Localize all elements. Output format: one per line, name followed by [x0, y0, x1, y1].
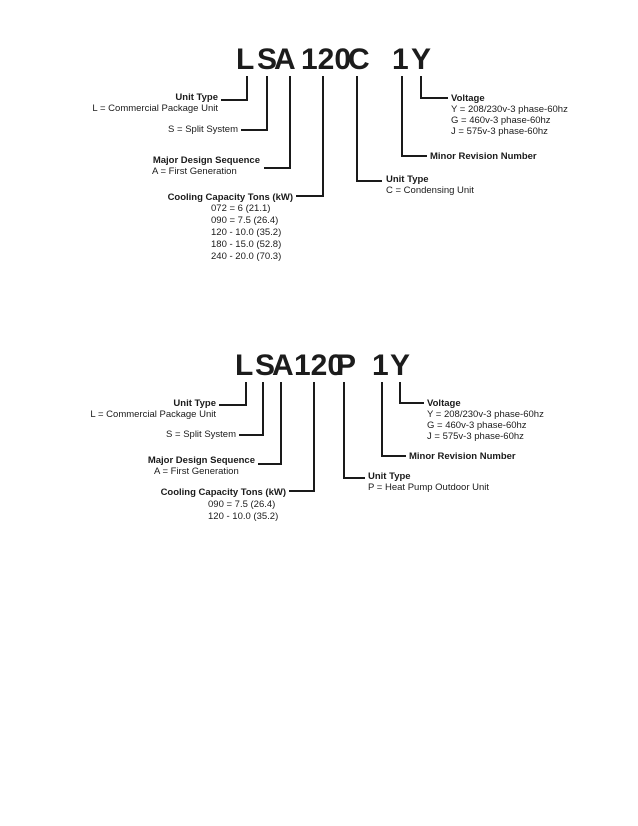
cooling-capacity-title: Cooling Capacity Tons (kW) — [167, 192, 293, 203]
connector-line — [420, 76, 422, 98]
unit-type-title: Unit Type — [175, 92, 218, 103]
connector-line — [221, 99, 248, 101]
code-letter-s: S — [255, 349, 276, 382]
cooling-item: 090 = 7.5 (26.4) — [208, 499, 276, 510]
cooling-item: 090 = 7.5 (26.4) — [211, 215, 279, 226]
code-letter-type: P — [336, 349, 357, 382]
connector-line — [401, 76, 403, 157]
unit-type-title: Unit Type — [173, 398, 216, 409]
connector-line — [343, 382, 345, 479]
connector-line — [262, 382, 264, 435]
split-system-label: S = Split System — [168, 124, 238, 135]
major-design-desc: A = First Generation — [154, 466, 239, 477]
cooling-capacity-title: Cooling Capacity Tons (kW) — [160, 487, 286, 498]
connector-line — [322, 76, 324, 196]
voltage-item: J = 575v-3 phase-60hz — [451, 126, 548, 137]
split-system-label: S = Split System — [166, 429, 236, 440]
connector-line — [420, 97, 448, 99]
connector-line — [264, 167, 291, 169]
connector-line — [266, 76, 268, 130]
code-letter-type: C — [348, 43, 370, 76]
voltage-item: G = 460v-3 phase-60hz — [451, 115, 551, 126]
unit-type-2-desc: P = Heat Pump Outdoor Unit — [368, 482, 490, 493]
connector-line — [381, 455, 406, 457]
connector-line — [356, 180, 382, 182]
connector-line — [246, 76, 248, 100]
voltage-title: Voltage — [451, 93, 485, 104]
voltage-item: Y = 208/230v-3 phase-60hz — [451, 104, 568, 115]
major-design-desc: A = First Generation — [152, 166, 237, 177]
major-design-title: Major Design Sequence — [152, 155, 260, 166]
connector-line — [241, 129, 268, 131]
code-letter-a: A — [274, 43, 296, 76]
voltage-item: G = 460v-3 phase-60hz — [427, 420, 527, 431]
cooling-item: 072 = 6 (21.1) — [211, 203, 271, 214]
cooling-item: 120 - 10.0 (35.2) — [208, 511, 279, 522]
code-voltage: Y — [390, 349, 411, 382]
unit-type-2-title: Unit Type — [386, 174, 429, 185]
connector-line — [245, 382, 247, 406]
code-letter-l: L — [235, 349, 254, 382]
code-revision: 1 — [372, 349, 389, 382]
connector-line — [289, 490, 315, 492]
connector-line — [313, 382, 315, 492]
voltage-item: Y = 208/230v-3 phase-60hz — [427, 409, 544, 420]
connector-line — [296, 195, 324, 197]
code-revision: 1 — [392, 43, 409, 76]
connector-line — [356, 76, 358, 181]
cooling-item: 120 - 10.0 (35.2) — [211, 227, 282, 238]
minor-revision-title: Minor Revision Number — [430, 151, 537, 162]
connector-line — [219, 404, 247, 406]
connector-line — [381, 382, 383, 457]
connector-line — [401, 155, 427, 157]
connector-line — [239, 434, 264, 436]
connector-line — [280, 382, 282, 465]
unit-type-2-desc: C = Condensing Unit — [386, 185, 474, 196]
cooling-item: 240 - 20.0 (70.3) — [211, 251, 282, 262]
code-letter-s: S — [257, 43, 278, 76]
cooling-item: 180 - 15.0 (52.8) — [211, 239, 282, 250]
connector-line — [289, 76, 291, 169]
voltage-title: Voltage — [427, 398, 461, 409]
unit-type-desc: L = Commercial Package Unit — [92, 103, 218, 114]
code-voltage: Y — [411, 43, 432, 76]
connector-line — [343, 477, 365, 479]
minor-revision-title: Minor Revision Number — [409, 451, 516, 462]
unit-type-2-title: Unit Type — [368, 471, 411, 482]
unit-type-desc: L = Commercial Package Unit — [90, 409, 216, 420]
code-capacity: 120 — [301, 43, 352, 76]
connector-line — [258, 463, 282, 465]
voltage-item: J = 575v-3 phase-60hz — [427, 431, 524, 442]
connector-line — [399, 402, 424, 404]
code-letter-l: L — [236, 43, 255, 76]
code-capacity: 120 — [294, 349, 345, 382]
connector-line — [399, 382, 401, 404]
code-letter-a: A — [272, 349, 294, 382]
major-design-title: Major Design Sequence — [147, 455, 255, 466]
